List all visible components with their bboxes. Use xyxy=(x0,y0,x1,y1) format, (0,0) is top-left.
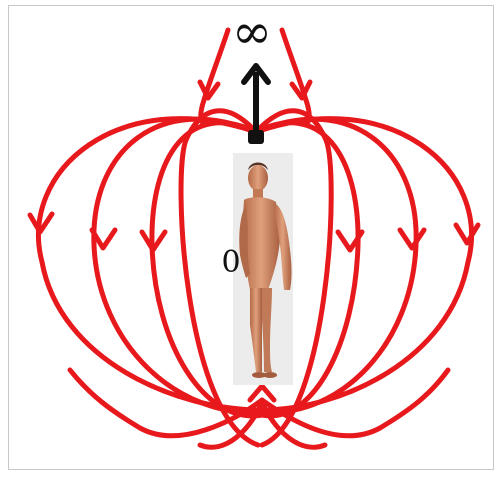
infinity-label: ∞ xyxy=(232,4,272,60)
field-line-top-left xyxy=(201,30,228,122)
axis-base xyxy=(248,130,264,144)
arrowhead-outer-right xyxy=(456,225,478,243)
human-figure xyxy=(233,153,293,385)
origin-label: 0 xyxy=(221,245,240,280)
field-line-top-right xyxy=(282,30,309,122)
arrowhead-2-right xyxy=(400,230,424,248)
central-axis xyxy=(244,66,268,144)
